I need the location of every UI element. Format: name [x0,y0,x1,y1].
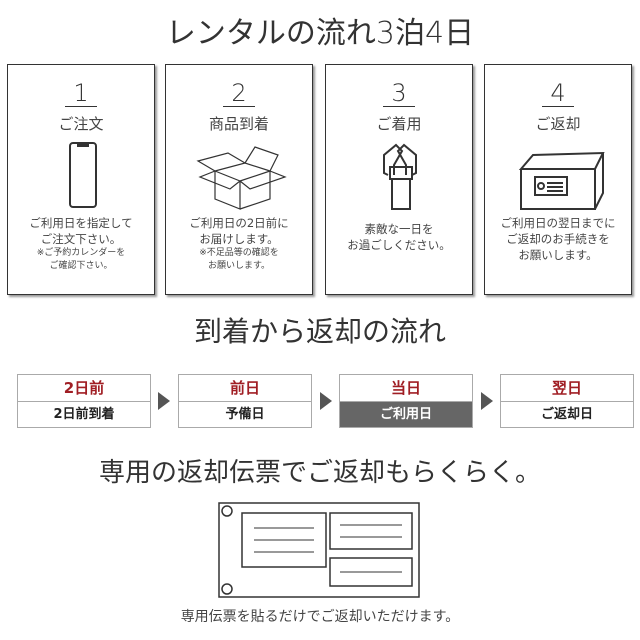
step-title: 商品到着 [208,115,269,133]
open-box-icon [196,146,287,210]
flow-step: 当日ご利用日 [339,374,473,428]
flow-step: 前日予備日 [178,374,312,428]
note-line: ※ご予約カレンダーを [36,248,126,258]
desc-line: ご返却のお手続きを [506,232,610,246]
step-number: 1 [65,80,97,107]
step-number: 2 [223,80,255,107]
page-title: レンタルの流れ3泊4日 [165,16,475,51]
desc-line: お願いします。 [518,248,598,262]
step-title: ご注文 [58,115,104,133]
step-label: 2日前到着 [53,407,115,422]
flow-title: 到着から返却の流れ [193,315,446,348]
desc-line: ご注文下さい。 [40,232,122,246]
desc-line: ご利用日を指定して [29,216,133,230]
step-title: ご着用 [376,115,422,133]
step-number: 3 [383,80,415,107]
step-label: 予備日 [225,407,265,422]
step-card-wear: 3 ご着用 素敵な一日をお過ごしください。 [325,64,473,295]
note-line: お願いします。 [207,261,271,271]
slip-caption: 専用伝票を貼るだけでご返却いただけます。 [180,609,460,625]
step-day: 当日 [340,375,472,402]
desc-line: ご利用日の2日前に [189,216,289,230]
arrow-right-icon [320,392,332,410]
step-day: 2日前 [18,375,150,402]
return-box-icon [518,151,605,210]
step-card-order: 1 ご注文 ご利用日を指定してご注文下さい。 ※ご予約カレンダーをご確認下さい。 [7,64,155,295]
step-title: ご返却 [535,115,581,133]
step-day: 翌日 [501,375,633,402]
step-label: ご利用日 [340,402,472,427]
note-line: ※不足品等の確認を [199,248,279,258]
desc-line: お過ごしください。 [347,238,451,252]
slip-title: 専用の返却伝票でご返却もらくらく。 [98,458,541,488]
smartphone-icon [69,142,97,208]
desc-line: ご利用日の翌日までに [500,216,616,230]
step-card-return: 4 ご返却 ご利用日の翌日までにご返却のお手続きをお願いします。 [484,64,632,295]
desc-line: お届けします。 [199,232,279,246]
step-day: 前日 [179,375,311,402]
step-label: ご返却日 [540,407,593,422]
desc-line: 素敵な一日を [364,222,434,236]
arrow-right-icon [481,392,493,410]
note-line: ご確認下さい。 [49,261,113,271]
kimono-icon [383,143,417,210]
flow-step: 2日前 2日前到着 [17,374,151,428]
step-card-arrival: 2 商品到着 ご利用日の2日前にお届けします。 ※不足品等の確認をお願いします。 [165,64,313,295]
flow-step: 翌日ご返却日 [500,374,634,428]
step-number: 4 [542,80,574,107]
arrow-right-icon [158,392,170,410]
return-slip-icon [218,502,420,598]
